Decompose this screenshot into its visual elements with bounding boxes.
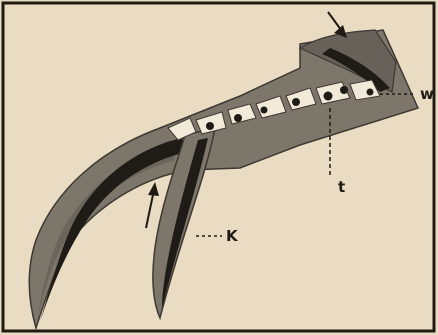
gland-nucleus-4 <box>292 98 300 106</box>
label-w: w <box>420 85 434 103</box>
gland-nucleus-3 <box>261 107 268 114</box>
gland-nucleus-7 <box>367 89 374 96</box>
arrow-top <box>328 12 347 38</box>
gland-nucleus-1 <box>206 122 214 130</box>
gland-nucleus-2 <box>234 114 242 122</box>
label-k: K <box>226 227 239 245</box>
label-t: t <box>338 178 345 196</box>
gland-nucleus-6 <box>340 86 348 94</box>
gland-nucleus-5 <box>324 92 333 101</box>
arrow-lower <box>146 182 159 228</box>
